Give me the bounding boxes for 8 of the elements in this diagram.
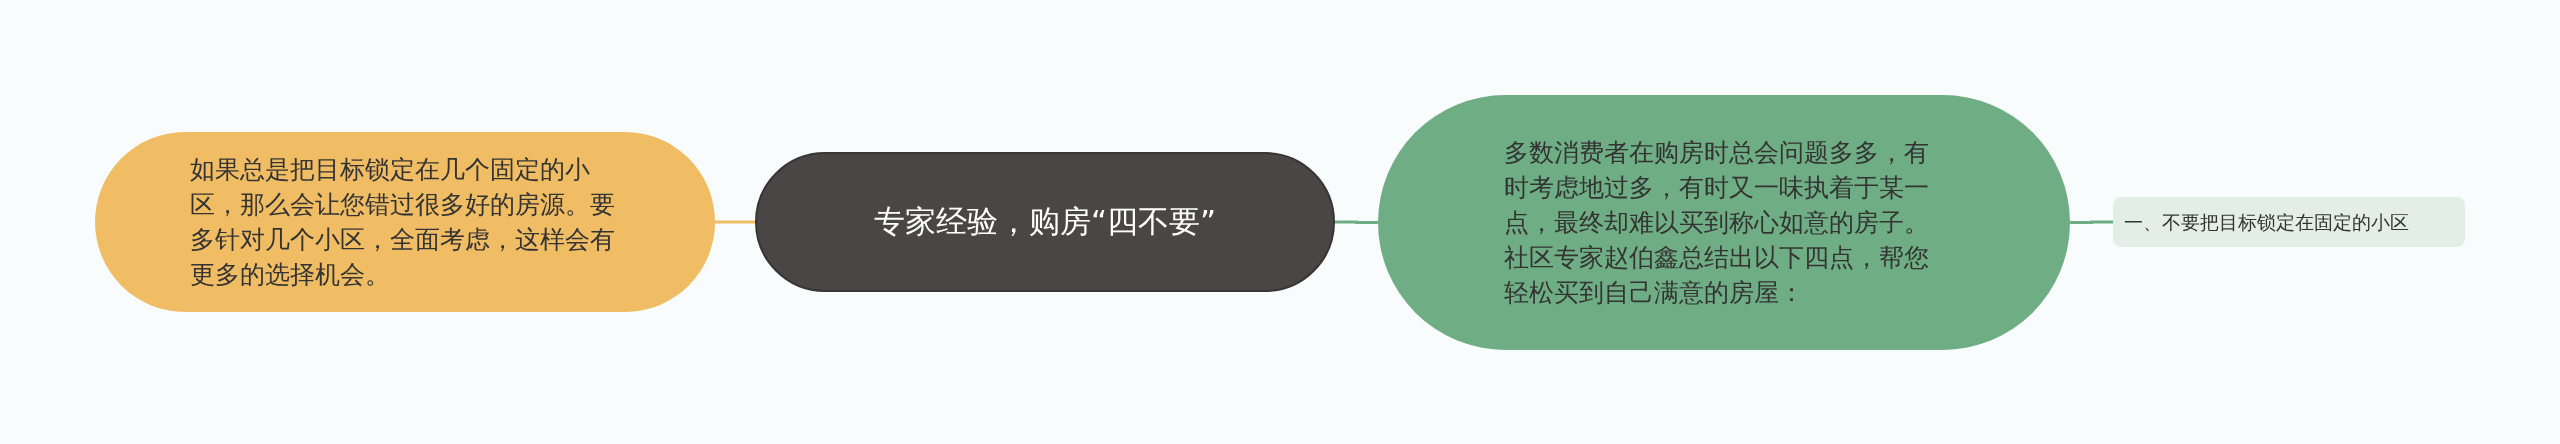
- topic-text: 一、不要把目标锁定在固定的小区: [2124, 209, 2410, 235]
- connector-line: [1335, 220, 1378, 224]
- topic-box: [2113, 197, 2465, 247]
- connector-line: [2070, 220, 2113, 224]
- topic-text: 多数消费者在购房时总会问题多多，有时考虑地过多，有时又一味执着于某一点，最终却难以买到称心如意的房子。社区专家赵伯鑫总结出以下四点，帮您轻松买到自己满意的房屋：: [1504, 137, 1930, 309]
- topic-text: 专家经验，购房“四不要”: [872, 202, 1218, 242]
- topic-text: 如果总是把目标锁定在几个固定的小区，那么会让您错过很多好的房源。要多针对几个小区，全面考虑，这样会有更多的选择机会。: [190, 154, 616, 291]
- connector-line: [715, 220, 755, 224]
